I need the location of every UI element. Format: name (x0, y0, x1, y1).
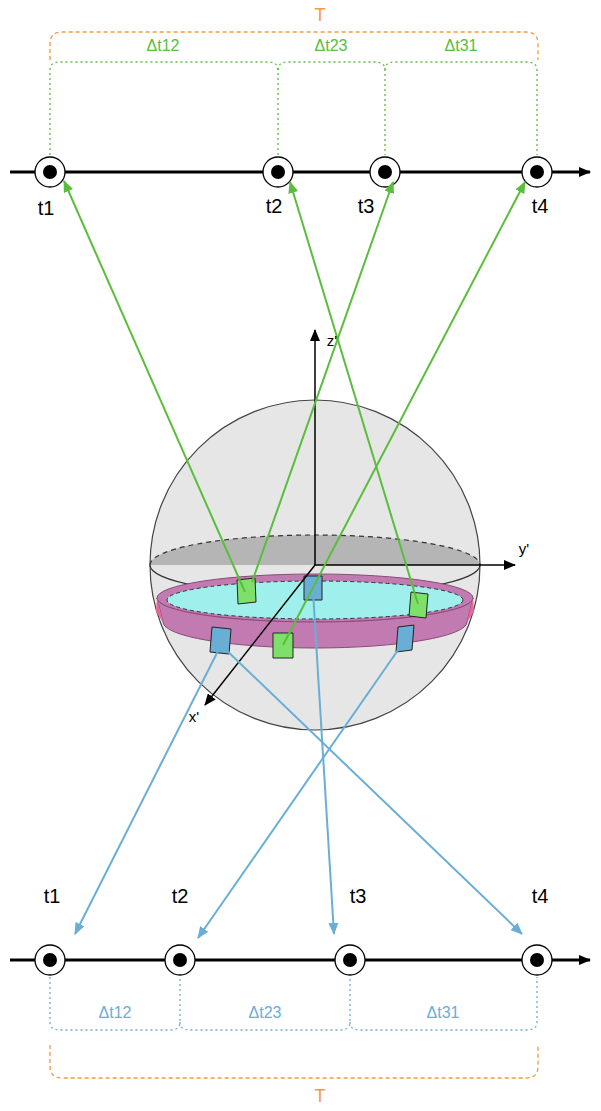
interval-label: Δt31 (427, 1005, 460, 1021)
time-label: t2 (172, 886, 189, 906)
detection-arrows (75, 592, 522, 938)
time-label: t3 (358, 196, 375, 216)
time-label: t4 (532, 886, 549, 906)
time-axis (10, 959, 590, 962)
interval-label: Δt23 (315, 38, 348, 54)
interval-label: Δt31 (445, 38, 478, 54)
interval-brackets (50, 62, 537, 155)
time-label: t1 (38, 198, 55, 218)
period-bracket (50, 1045, 538, 1078)
time-label: t4 (532, 196, 549, 216)
interval-label: Δt12 (99, 1005, 132, 1021)
emission-arrows (64, 181, 525, 645)
interval-label: Δt12 (147, 38, 180, 54)
axis-label: x' (189, 709, 199, 724)
time-label: t3 (350, 886, 367, 906)
interval-label: Δt23 (249, 1005, 282, 1021)
axis-label: y' (519, 541, 529, 556)
interval-brackets (50, 977, 537, 1030)
period-bracket (50, 32, 538, 60)
time-axis (10, 171, 590, 174)
period-label: T (315, 6, 326, 24)
period-label: T (315, 1087, 326, 1105)
time-label: t2 (266, 196, 283, 216)
axes (205, 330, 515, 705)
axis-label: z' (327, 333, 337, 348)
time-points (35, 945, 552, 975)
time-points (35, 157, 552, 187)
time-label: t1 (44, 886, 61, 906)
